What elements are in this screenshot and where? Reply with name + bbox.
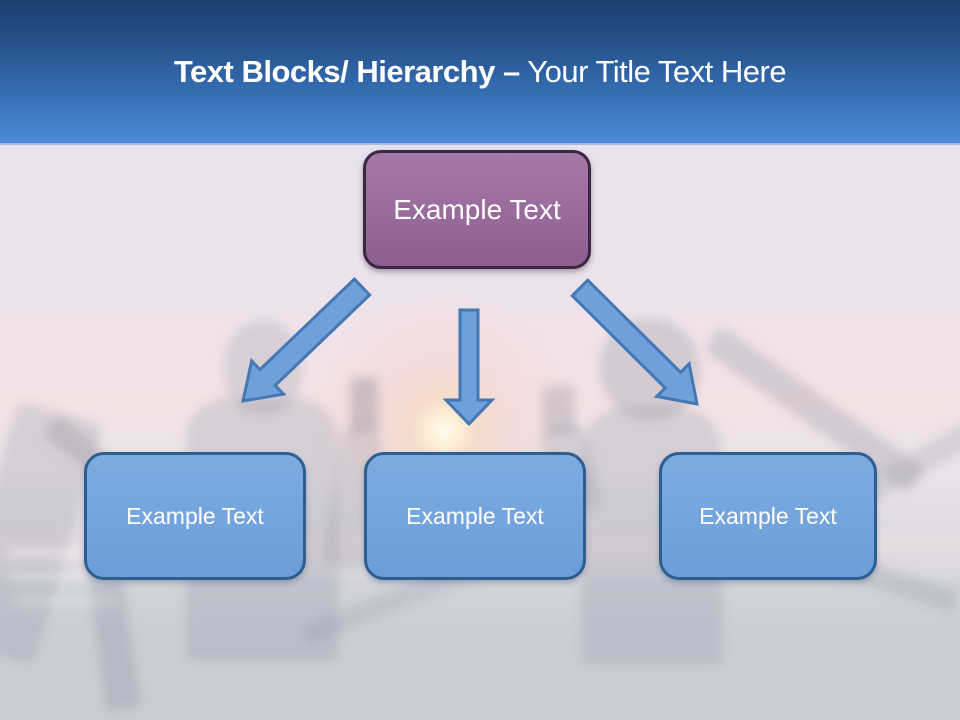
child-node-3[interactable]: Example Text [659,452,877,580]
arrow-down-right-icon[interactable] [570,278,699,406]
title-bar: Text Blocks/ Hierarchy – Your Title Text… [0,0,960,145]
slide-title-regular: Your Title Text Here [519,53,787,89]
chair-slat [6,548,124,559]
chair-slat [14,596,118,605]
slide-title-bold: Text Blocks/ Hierarchy – [173,53,520,89]
child-node-2[interactable]: Example Text [364,452,586,580]
root-node[interactable]: Example Text [363,150,591,269]
slide-title[interactable]: Text Blocks/ Hierarchy – Your Title Text… [173,53,787,90]
drink-glass-silhouette [350,378,378,432]
arrow-down-left-icon[interactable] [241,276,372,403]
chair-slat [10,572,122,582]
child-node-1[interactable]: Example Text [84,452,306,580]
arrow-down-icon[interactable] [442,308,496,427]
drink-glass-silhouette [543,386,575,434]
